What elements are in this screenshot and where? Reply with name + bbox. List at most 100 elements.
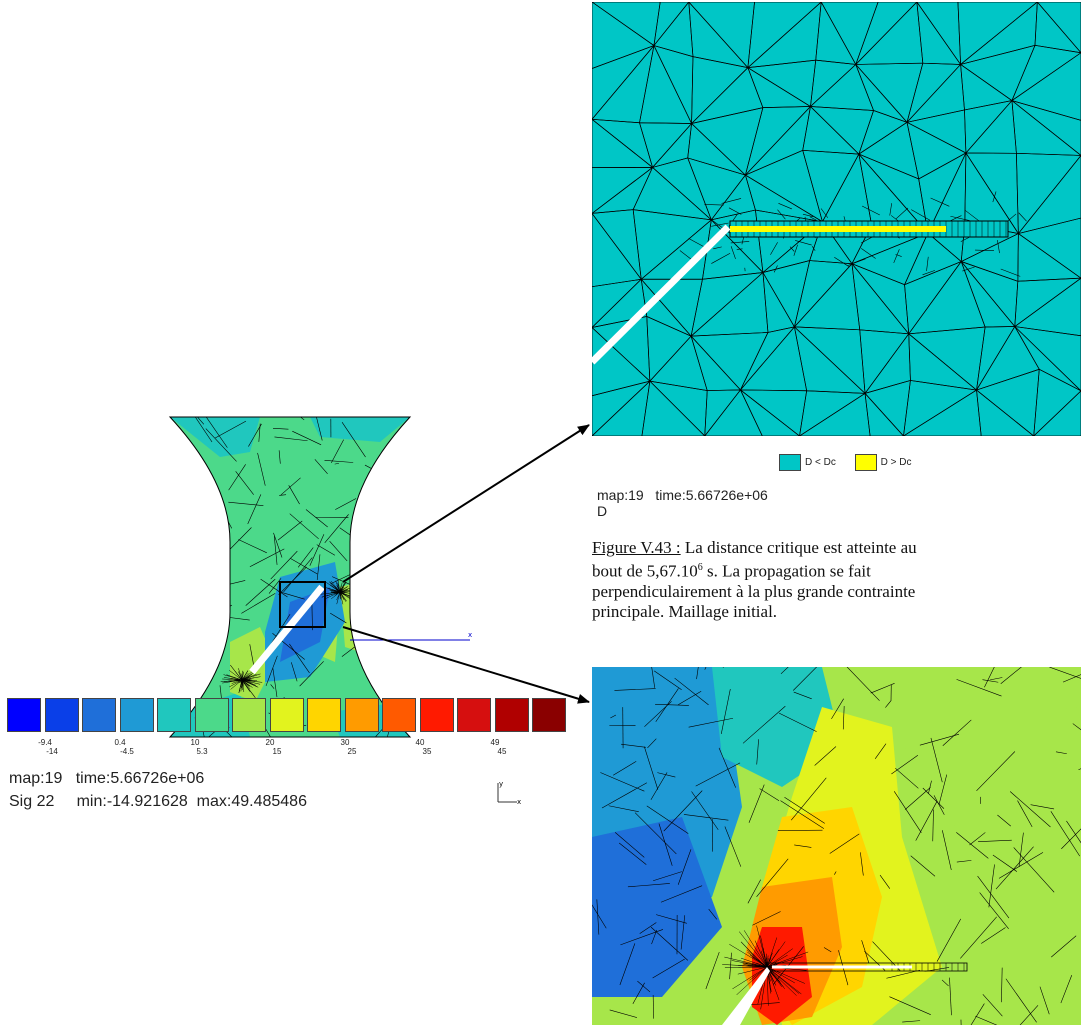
mesh-edge: [192, 619, 218, 653]
caption-line2a: bout de 5,67.10: [592, 561, 698, 581]
mesh-fine-edge: [847, 258, 866, 266]
mesh-edge: [910, 855, 936, 877]
mesh-edge: [981, 927, 1006, 944]
mesh-dense-edge: [334, 585, 341, 593]
caption-line2b: s. La propagation se fait: [702, 561, 871, 581]
mesh-fine-edge: [861, 205, 880, 216]
mesh-edge: [280, 477, 301, 496]
mesh-edge: [915, 800, 938, 841]
mesh-dense-edge: [336, 591, 341, 601]
damage-zoom-view: [592, 2, 1081, 436]
mesh-edge: [314, 459, 328, 475]
mesh-edge: [228, 501, 264, 506]
legend-swatch-low: [779, 454, 801, 471]
mesh-edge: [241, 593, 276, 614]
mesh-edge: [278, 450, 281, 464]
caption-line-3: perpendiculairement à la plus grande con…: [592, 581, 916, 601]
mesh-edge: [619, 943, 636, 986]
mesh-fine-edge: [704, 204, 724, 206]
mesh-edge: [960, 916, 997, 959]
mesh-dense-edge: [226, 674, 243, 681]
mesh-dense-edge: [766, 966, 800, 994]
mesh-edge: [621, 743, 646, 748]
mesh-edge: [680, 915, 686, 950]
mesh-edge: [932, 809, 934, 842]
mesh-edge: [639, 922, 657, 934]
mesh-dense-edge: [766, 948, 793, 968]
mesh-edge: [660, 885, 703, 903]
mesh-edge: [829, 833, 860, 854]
mesh-edge: [377, 658, 391, 666]
mesh-edge: [938, 774, 948, 805]
mesh-edge: [1030, 804, 1055, 810]
mesh-edge: [614, 832, 645, 858]
mesh-edge: [311, 601, 313, 631]
mesh-edge: [705, 951, 720, 990]
mesh-edge: [315, 417, 323, 441]
mesh-edge: [288, 485, 300, 505]
mesh-dense-edge: [241, 672, 247, 681]
mesh-edge: [1018, 832, 1024, 867]
mesh-edge: [990, 677, 1003, 681]
mesh-edge: [998, 852, 1044, 879]
mesh-edge: [634, 812, 677, 855]
mesh-dense-edge: [739, 931, 768, 968]
mesh-edge: [600, 772, 645, 792]
mesh-fine-edge: [778, 203, 792, 210]
mesh-fine-edge: [962, 266, 975, 272]
mesh-fine-edge: [773, 265, 778, 273]
mesh-edge: [406, 511, 410, 525]
mesh-edge: [1050, 811, 1081, 857]
mesh-fine-edge: [889, 203, 892, 216]
mesh-edge: [778, 712, 817, 732]
legend-swatch: [157, 698, 191, 732]
mesh-fine-edge: [811, 246, 816, 251]
mesh-fine-edge: [688, 238, 705, 247]
mesh-edge: [601, 782, 648, 809]
mesh-edge: [1049, 667, 1081, 679]
mesh-edge: [655, 688, 679, 722]
mesh-dense-edge: [230, 678, 243, 681]
axis-y-label: y: [499, 780, 503, 788]
mesh-edge: [222, 564, 229, 585]
mesh-dense-edge: [230, 679, 243, 690]
mesh-edge: [363, 575, 393, 600]
figure-caption: Figure V.43 : La distance critique est a…: [592, 538, 1081, 622]
mesh-dense-edge: [241, 673, 257, 681]
mesh-triangle: [1033, 390, 1081, 436]
mesh-edge: [374, 657, 377, 660]
mesh-edge: [203, 674, 210, 682]
mesh-fine-edge: [793, 244, 798, 256]
legend-swatch: [269, 698, 304, 732]
mesh-edge: [748, 784, 765, 823]
mesh-edge: [191, 457, 196, 486]
legend-swatch: [382, 698, 416, 732]
mesh-edge: [683, 814, 729, 821]
mesh-edge: [330, 612, 347, 624]
mesh-edge: [373, 507, 392, 526]
mesh-dense-edge: [729, 943, 768, 968]
legend-tick-bottom: 15: [272, 747, 282, 756]
mesh-fine-edge: [802, 213, 814, 217]
mesh-edge: [170, 528, 174, 562]
mesh-edge: [644, 746, 659, 790]
mesh-edge: [960, 1019, 962, 1025]
mesh-edge: [270, 550, 298, 580]
legend-tick-top: 40: [415, 738, 425, 747]
mesh-dense-edge: [336, 591, 341, 605]
legend-tick-bottom: 35: [422, 747, 432, 756]
stress-region: [752, 927, 812, 1025]
mesh-edge: [1000, 667, 1022, 684]
mesh-triangle: [976, 389, 1035, 436]
mesh-edge: [995, 846, 1034, 890]
mesh-edge: [1072, 723, 1081, 731]
mesh-dense-edge: [241, 679, 252, 683]
mesh-edge: [170, 447, 182, 460]
mesh-edge: [632, 982, 645, 1004]
mesh-edge: [718, 747, 736, 788]
mesh-dense-edge: [337, 590, 341, 593]
mesh-dense-edge: [339, 591, 347, 602]
mesh-edge: [610, 714, 617, 719]
mesh-edge: [194, 650, 202, 684]
crack: [592, 224, 731, 365]
